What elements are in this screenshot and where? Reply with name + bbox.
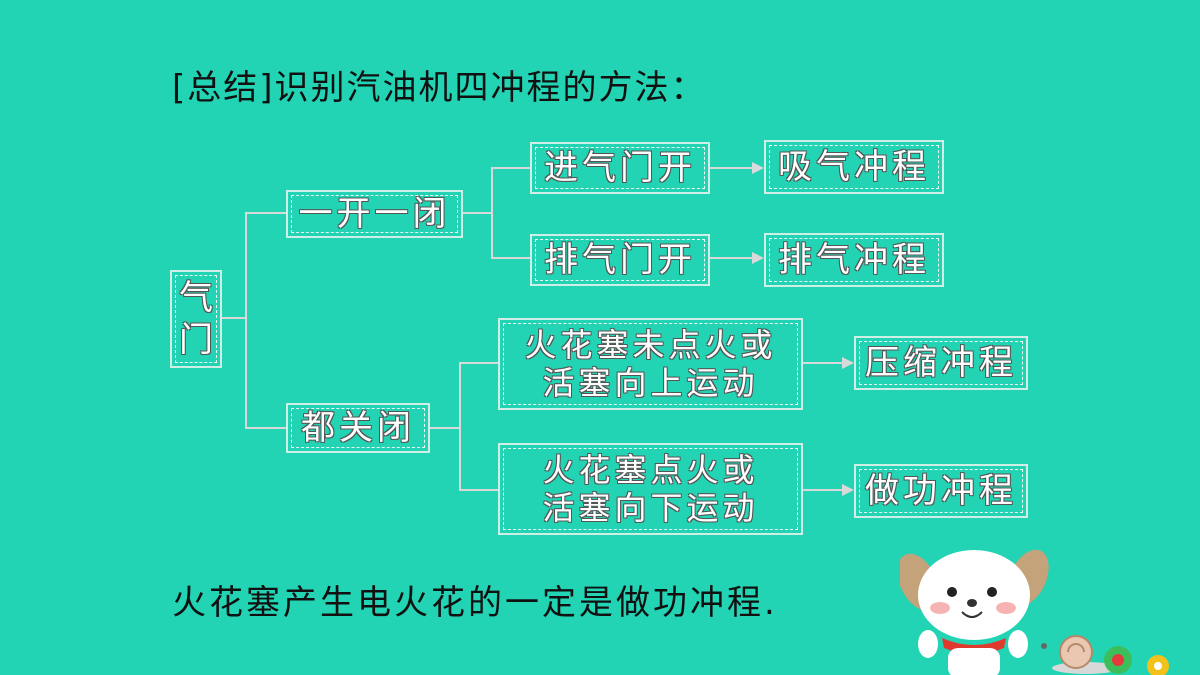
power-condition-line2: 活塞向下运动: [542, 489, 759, 527]
root-node-valve: 气 门: [170, 270, 222, 368]
power-condition-node: 火花塞点火或 活塞向下运动: [498, 443, 803, 535]
connector-open-intake: [463, 167, 530, 214]
connector-open-exhaust: [491, 213, 530, 259]
power-condition-line1: 火花塞点火或: [542, 450, 759, 489]
root-line1: 气: [179, 277, 213, 318]
connector-closed-compression: [430, 362, 498, 429]
connector-root-closed: [245, 318, 286, 429]
compression-condition-node: 火花塞未点火或 活塞向上运动: [498, 318, 803, 410]
power-stroke-node: 做功冲程: [854, 464, 1028, 518]
branch-open-node: 一开一闭: [286, 190, 463, 238]
root-line2: 门: [179, 320, 213, 360]
page-title: [总结]识别汽油机四冲程的方法：: [172, 68, 707, 108]
branch-closed-node: 都关闭: [286, 403, 430, 453]
compression-condition-line2: 活塞向上运动: [542, 364, 759, 402]
conclusion-note: 火花塞产生电火花的一定是做功冲程.: [172, 583, 778, 623]
intake-valve-open-node: 进气门开: [530, 142, 710, 194]
compression-condition-line1: 火花塞未点火或: [524, 325, 777, 364]
compression-stroke-node: 压缩冲程: [854, 336, 1028, 390]
intake-stroke-node: 吸气冲程: [764, 140, 944, 194]
connector-root-open: [222, 212, 286, 319]
connector-closed-power: [459, 428, 498, 491]
puppy-snail-illustration: [900, 549, 1169, 675]
exhaust-stroke-node: 排气冲程: [764, 233, 944, 287]
exhaust-valve-open-node: 排气门开: [530, 234, 710, 286]
